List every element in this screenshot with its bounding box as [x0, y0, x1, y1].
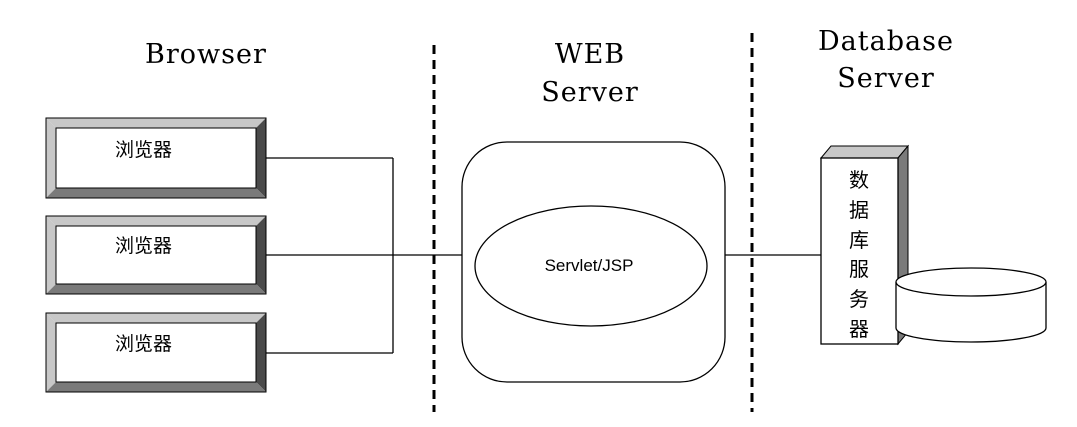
browser-box-1: 浏览器 — [45, 117, 267, 199]
browser-face — [55, 225, 257, 285]
cylinder-body — [895, 282, 1047, 343]
db-server-heading-line1: Database — [818, 26, 954, 57]
browser-face — [55, 322, 257, 383]
browser-label-1: 浏览器 — [115, 139, 172, 161]
browser-label-2: 浏览器 — [115, 235, 172, 257]
db-server-tower: 数 据 库 服 务 器 — [819, 144, 910, 346]
bevel-bottom — [46, 284, 266, 294]
database-cylinder-icon — [895, 267, 1047, 343]
web-server-heading-line2: Server — [541, 77, 639, 108]
servlet-jsp-label: Servlet/JSP — [545, 256, 634, 275]
browser-box-3: 浏览器 — [45, 312, 267, 393]
bevel-top — [46, 313, 266, 323]
servlet-jsp-ellipse — [474, 205, 708, 327]
web-server-heading-line1: WEB — [555, 39, 625, 70]
bevel-left — [46, 216, 56, 294]
db-char-5: 务 — [849, 287, 869, 311]
db-server-heading-line2: Server — [837, 63, 935, 94]
bevel-bottom — [46, 188, 266, 198]
browser-heading: Browser — [145, 39, 267, 70]
db-char-3: 库 — [849, 228, 869, 252]
bevel-top — [46, 118, 266, 128]
bevel-top — [46, 216, 266, 226]
db-char-6: 器 — [849, 317, 869, 341]
tower-front — [820, 157, 899, 345]
bevel-right — [256, 216, 266, 294]
db-char-1: 数 — [849, 168, 869, 192]
browser-box-2: 浏览器 — [45, 215, 267, 295]
bevel-bottom — [46, 382, 266, 392]
bevel-right — [256, 313, 266, 392]
bevel-right — [256, 118, 266, 198]
bevel-left — [46, 313, 56, 392]
bevel-left — [46, 118, 56, 198]
cylinder-top — [895, 267, 1047, 297]
browser-label-3: 浏览器 — [115, 333, 172, 355]
browser-face — [55, 127, 257, 189]
db-char-2: 据 — [849, 198, 869, 222]
tower-top — [819, 145, 910, 159]
browser-connector — [266, 157, 462, 354]
db-char-4: 服 — [849, 257, 869, 281]
